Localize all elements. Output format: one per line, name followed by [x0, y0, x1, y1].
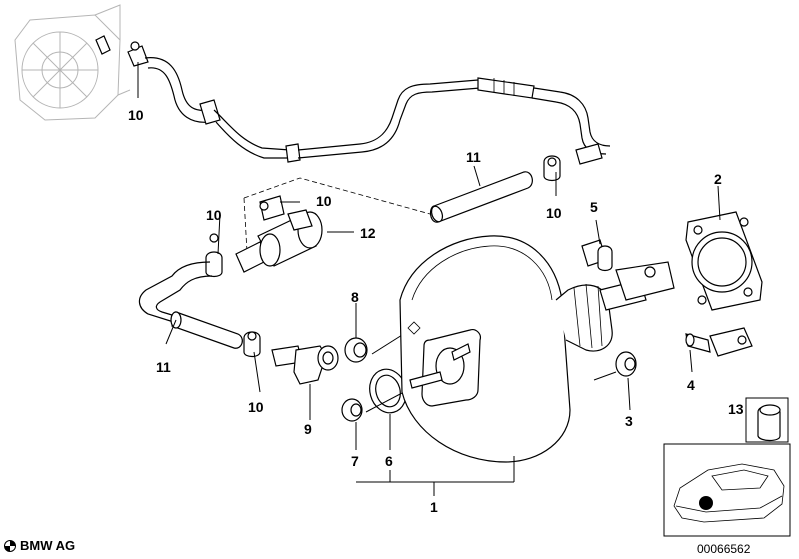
vacuum-line [95, 35, 611, 182]
callout-3: 3 [625, 413, 633, 429]
callout-10-left: 10 [206, 207, 222, 223]
brand-name: BMW AG [20, 538, 76, 553]
callout-5: 5 [590, 199, 598, 215]
grommet-3 [593, 351, 637, 381]
callout-11-upper: 11 [466, 149, 481, 165]
callout-10-upper: 10 [316, 193, 332, 209]
elbow-connector [271, 345, 339, 385]
location-marker-icon [699, 496, 713, 510]
callout-13: 13 [728, 401, 744, 417]
callout-10-pump: 10 [128, 107, 144, 123]
callout-6: 6 [385, 453, 393, 469]
check-valve-assembly [205, 195, 323, 278]
callout-12: 12 [360, 225, 376, 241]
inset-car [663, 443, 791, 537]
straight-hose-upper [429, 171, 533, 223]
callout-7: 7 [351, 453, 359, 469]
vacuum-pump-ghost [14, 4, 131, 121]
callouts: 1 2 3 4 5 6 7 8 9 10 10 10 10 10 11 11 1… [128, 107, 744, 515]
callout-10-lower: 10 [248, 399, 264, 415]
callout-8: 8 [351, 289, 359, 305]
gasket-plate [685, 211, 763, 311]
curved-hose-lower [138, 261, 261, 358]
callout-9: 9 [304, 421, 312, 437]
brake-booster [399, 235, 675, 463]
callout-1: 1 [430, 499, 438, 515]
leader-lines [137, 62, 721, 496]
callout-11-lower: 11 [156, 359, 171, 375]
inset-grommet [745, 397, 789, 443]
diagram-id: 00066562 [697, 542, 751, 556]
callout-2: 2 [714, 171, 722, 187]
brand-logo: BMW AG [4, 538, 75, 553]
bmw-roundel-icon [4, 540, 16, 552]
callout-10-right: 10 [546, 205, 562, 221]
callout-4: 4 [687, 377, 695, 393]
bracket-bolt [685, 327, 753, 357]
